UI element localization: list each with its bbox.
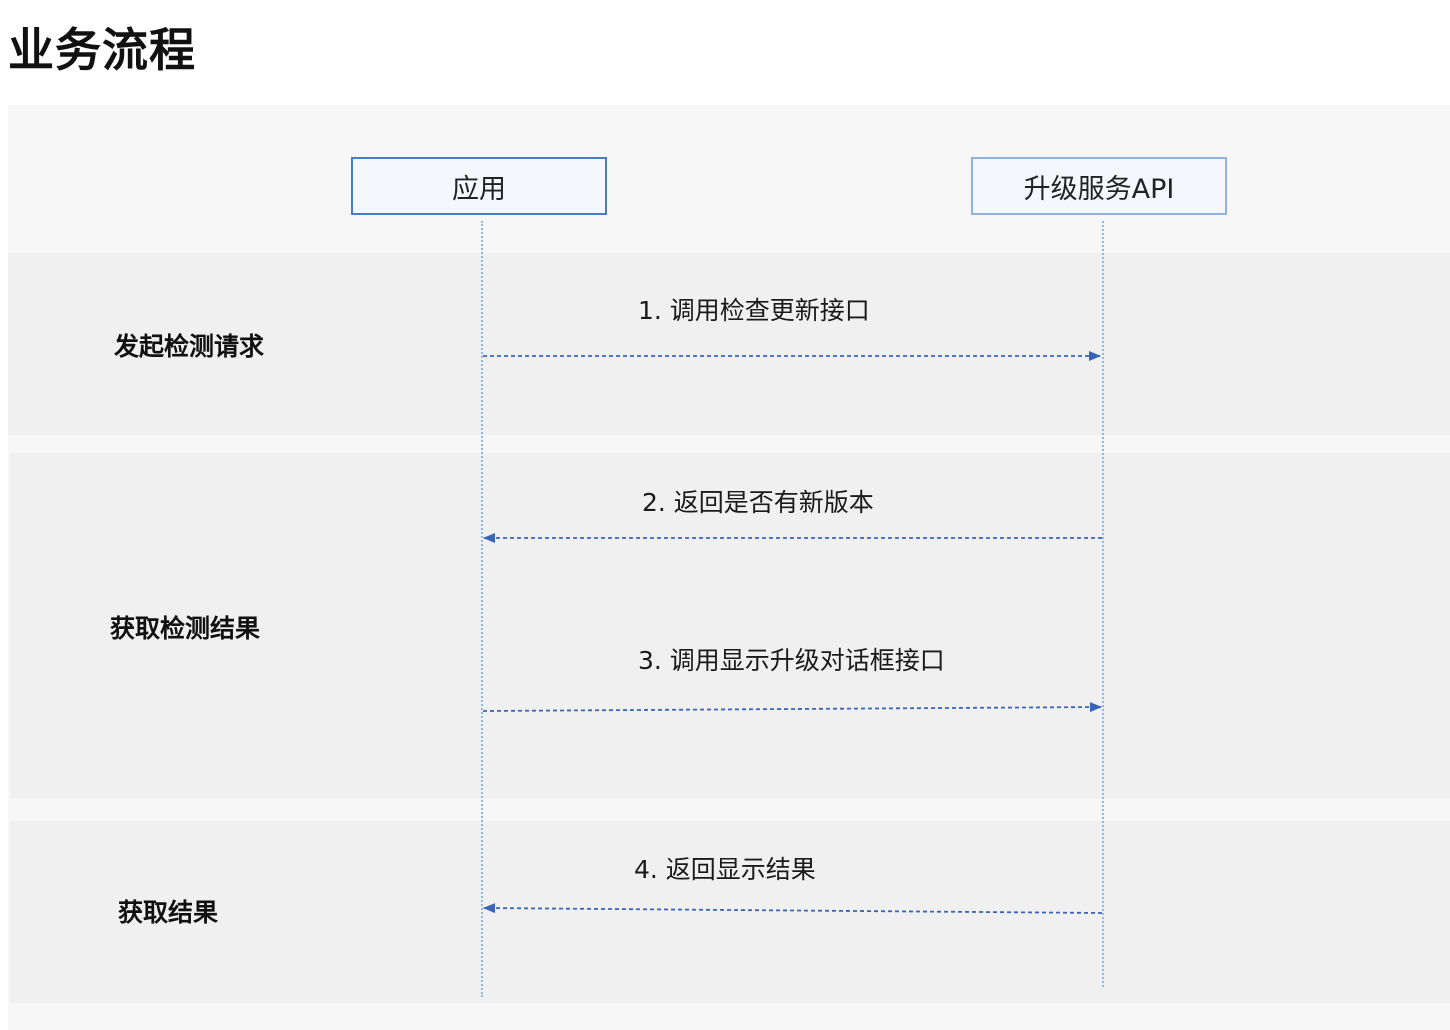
phase-label-initiate: 发起检测请求 — [114, 332, 265, 361]
message-label-2: 2. 返回是否有新版本 — [642, 488, 874, 517]
lifeline-app — [481, 221, 483, 997]
phase-label-get-check-result: 获取检测结果 — [110, 614, 261, 643]
message-arrow-4 — [483, 903, 1103, 914]
message-label-1: 1. 调用检查更新接口 — [638, 296, 870, 325]
message-label-4: 4. 返回显示结果 — [634, 855, 816, 884]
phase-band-initiate — [8, 253, 1450, 435]
participant-app-label: 应用 — [452, 173, 506, 205]
lifeline-api — [1102, 221, 1104, 987]
message-label-3: 3. 调用显示升级对话框接口 — [638, 646, 945, 675]
participant-upgrade-api: 升级服务API — [971, 157, 1227, 215]
participant-app: 应用 — [351, 157, 607, 215]
message-arrow-3 — [482, 702, 1102, 713]
phase-band-get-check-result — [10, 453, 1450, 799]
phase-label-get-result: 获取结果 — [118, 898, 219, 927]
phase-band-get-result — [10, 821, 1450, 1003]
participant-api-label: 升级服务API — [1023, 173, 1175, 205]
page-title: 业务流程 — [8, 23, 196, 77]
message-arrows — [482, 351, 1103, 914]
sequence-diagram: 发起检测请求 获取检测结果 获取结果 应用 升级服务API 1. 调用检查更新接… — [8, 105, 1450, 1030]
